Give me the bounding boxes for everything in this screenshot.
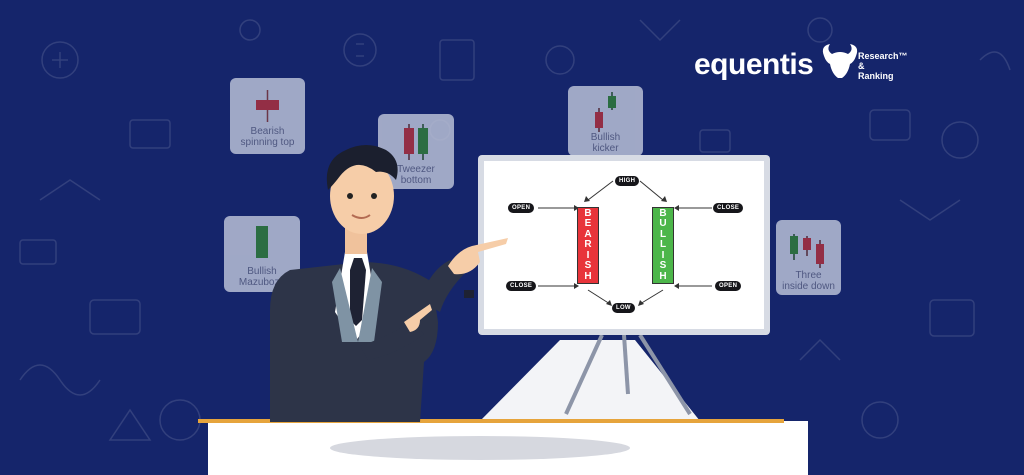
bearish-letter: R (584, 239, 592, 251)
bullish-letter: L (659, 228, 667, 240)
board-tag-low: LOW (612, 303, 635, 313)
card-label-line1: Bearish (250, 126, 285, 137)
card-label-line2: bottom (400, 175, 432, 186)
bullish-letter: B (659, 207, 667, 219)
brand-logo: equentis Research™ & Ranking (694, 40, 924, 90)
bearish-letter: A (584, 228, 592, 240)
bearish-letter: I (586, 249, 590, 261)
bull-icon (822, 44, 858, 78)
card-bearish-spinning-top: Bearish spinning top (230, 78, 305, 154)
brand-tagline: Research™ & Ranking (858, 51, 908, 81)
bullish-kicker-candle-icon (595, 92, 616, 132)
board-tag-open-right: OPEN (715, 281, 742, 291)
whiteboard-surface (484, 161, 764, 329)
tweezer-bottom-candle-icon (404, 124, 428, 160)
bullish-letter: U (659, 218, 667, 230)
brand-wordmark: equentis (694, 48, 814, 81)
card-label-line1: Tweezer (397, 164, 435, 175)
card-tweezer-bottom: Tweezer bottom (378, 114, 454, 189)
board-tag-close-right: CLOSE (713, 203, 744, 213)
card-label-line1: Three (795, 270, 822, 281)
card-label-line2: Mazubozu (238, 277, 286, 288)
brand-tagline-line1: Research™ (858, 51, 908, 61)
bullish-letter: L (659, 239, 667, 251)
bearish-spinning-top-candle-icon (256, 90, 279, 122)
card-label-line2: kicker (592, 143, 619, 154)
card-three-inside-down: Three inside down (776, 220, 841, 295)
card-label-line1: Bullish (590, 132, 621, 143)
three-inside-down-candle-icon (790, 234, 824, 268)
bearish-letter: B (584, 207, 592, 219)
bullish-letter: S (659, 260, 667, 272)
bullish-marubozu-candle-icon (256, 226, 268, 258)
board-tag-close-left: CLOSE (506, 281, 537, 291)
brand-tagline-line3: Ranking (858, 71, 894, 81)
board-tag-open-left: OPEN (508, 203, 535, 213)
card-label-line2: inside down (782, 281, 835, 292)
card-bullish-kicker: Bullish kicker (568, 86, 643, 156)
card-label-line2: spinning top (240, 137, 295, 148)
bearish-letter: E (584, 218, 592, 230)
brand-tagline-line2: & (858, 61, 865, 71)
bearish-letter: H (584, 270, 592, 282)
floor-edge-line (198, 419, 784, 423)
bullish-letter: I (661, 249, 665, 261)
bullish-letter: H (659, 270, 667, 282)
bearish-letter: S (584, 260, 592, 272)
card-label-line1: Bullish (247, 266, 277, 277)
board-tag-high: HIGH (615, 176, 640, 186)
